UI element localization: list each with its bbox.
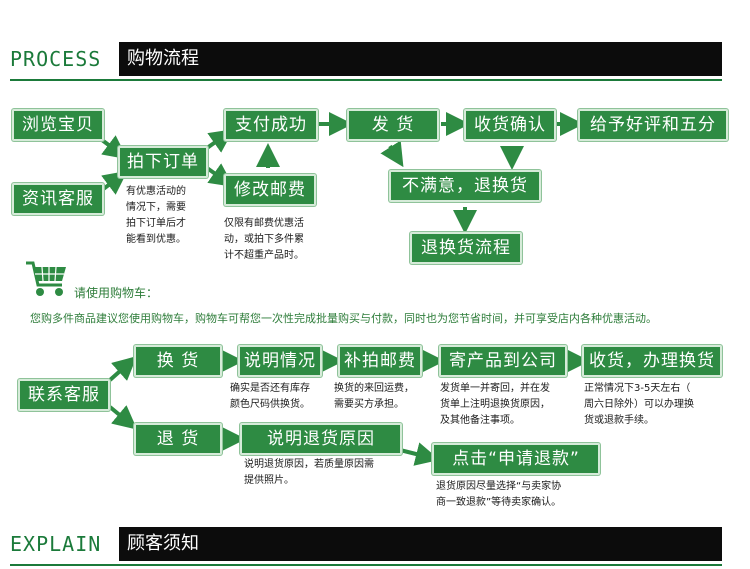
arrow-reason-apply <box>399 442 440 466</box>
explain-header-title: 顾客须知 <box>119 527 722 561</box>
arrow-consult-order <box>100 170 128 195</box>
explain-case-note: 确实是否还有库存 颜色尺码供换货。 <box>230 383 310 410</box>
arrow-contact-exchange <box>108 356 137 382</box>
order-note: 有优惠活动的 情况下，需要 拍下订单后才 能看到优惠。 <box>126 186 186 245</box>
refund-box: 退 货 <box>134 423 222 455</box>
modify-fee-box: 修改邮费 <box>224 174 316 206</box>
process-header-en: PROCESS <box>10 47 102 71</box>
cart-title: 请使用购物车： <box>74 286 159 300</box>
contact-box: 联系客服 <box>18 379 110 411</box>
fee-note: 仅限有邮费优惠活 动，或拍下多件累 计不超重产品时。 <box>224 218 304 261</box>
exchange-box: 换 货 <box>134 345 222 377</box>
order-box: 拍下订单 <box>118 146 208 178</box>
pay-box: 支付成功 <box>224 109 318 141</box>
reship-fee-box: 补拍邮费 <box>338 345 422 377</box>
arrow-order-pay <box>205 129 234 153</box>
cart-desc: 您购多件商品建议您使用购物车，购物车可帮您一次性完成批量购买与付款，同时也为您节… <box>30 312 657 325</box>
process-header: PROCESS 购物流程 <box>10 42 722 81</box>
explain-header-line <box>10 564 722 566</box>
apply-refund-box: 点击“申请退款” <box>432 443 600 475</box>
ship-box: 发 货 <box>347 109 439 141</box>
send-back-box: 寄产品到公司 <box>439 345 567 377</box>
rate-box: 给予好评和五分 <box>578 109 728 141</box>
arrow-contact-refund <box>108 405 138 430</box>
receive-note: 正常情况下3-5天左右（ 周六日除外）可以办理换 货或退款手续。 <box>584 383 694 426</box>
send-back-note: 发货单一并寄回，并在发 货单上注明退换货原因， 及其他备注事项。 <box>440 383 550 426</box>
arrow-browse-order <box>100 135 128 160</box>
explain-case-box: 说明情况 <box>238 345 322 377</box>
process-header-title: 购物流程 <box>119 42 722 76</box>
arrow-ship-unsat <box>380 140 404 168</box>
browse-box: 浏览宝贝 <box>12 109 104 141</box>
reason-note: 说明退货原因，若质量原因需 提供照片。 <box>244 459 374 486</box>
explain-header: EXPLAIN 顾客须知 <box>10 527 722 566</box>
unsatisfied-box: 不满意，退换货 <box>389 170 541 202</box>
receive-box: 收货确认 <box>464 109 556 141</box>
reship-fee-note: 换货的来回运费， 需要买方承担。 <box>334 383 414 410</box>
explain-header-en: EXPLAIN <box>10 532 102 556</box>
process-header-line <box>10 79 722 81</box>
receive-handle-box: 收货，办理换货 <box>582 345 722 377</box>
explain-reason-box: 说明退货原因 <box>240 423 402 455</box>
consult-box: 资讯客服 <box>12 183 104 215</box>
shopping-cart-icon <box>26 261 66 296</box>
return-flow-box: 退换货流程 <box>410 232 522 264</box>
arrow-order-fee <box>205 163 234 187</box>
apply-note: 退货原因尽量选择“与卖家协 商一致退款”等待卖家确认。 <box>436 481 562 508</box>
